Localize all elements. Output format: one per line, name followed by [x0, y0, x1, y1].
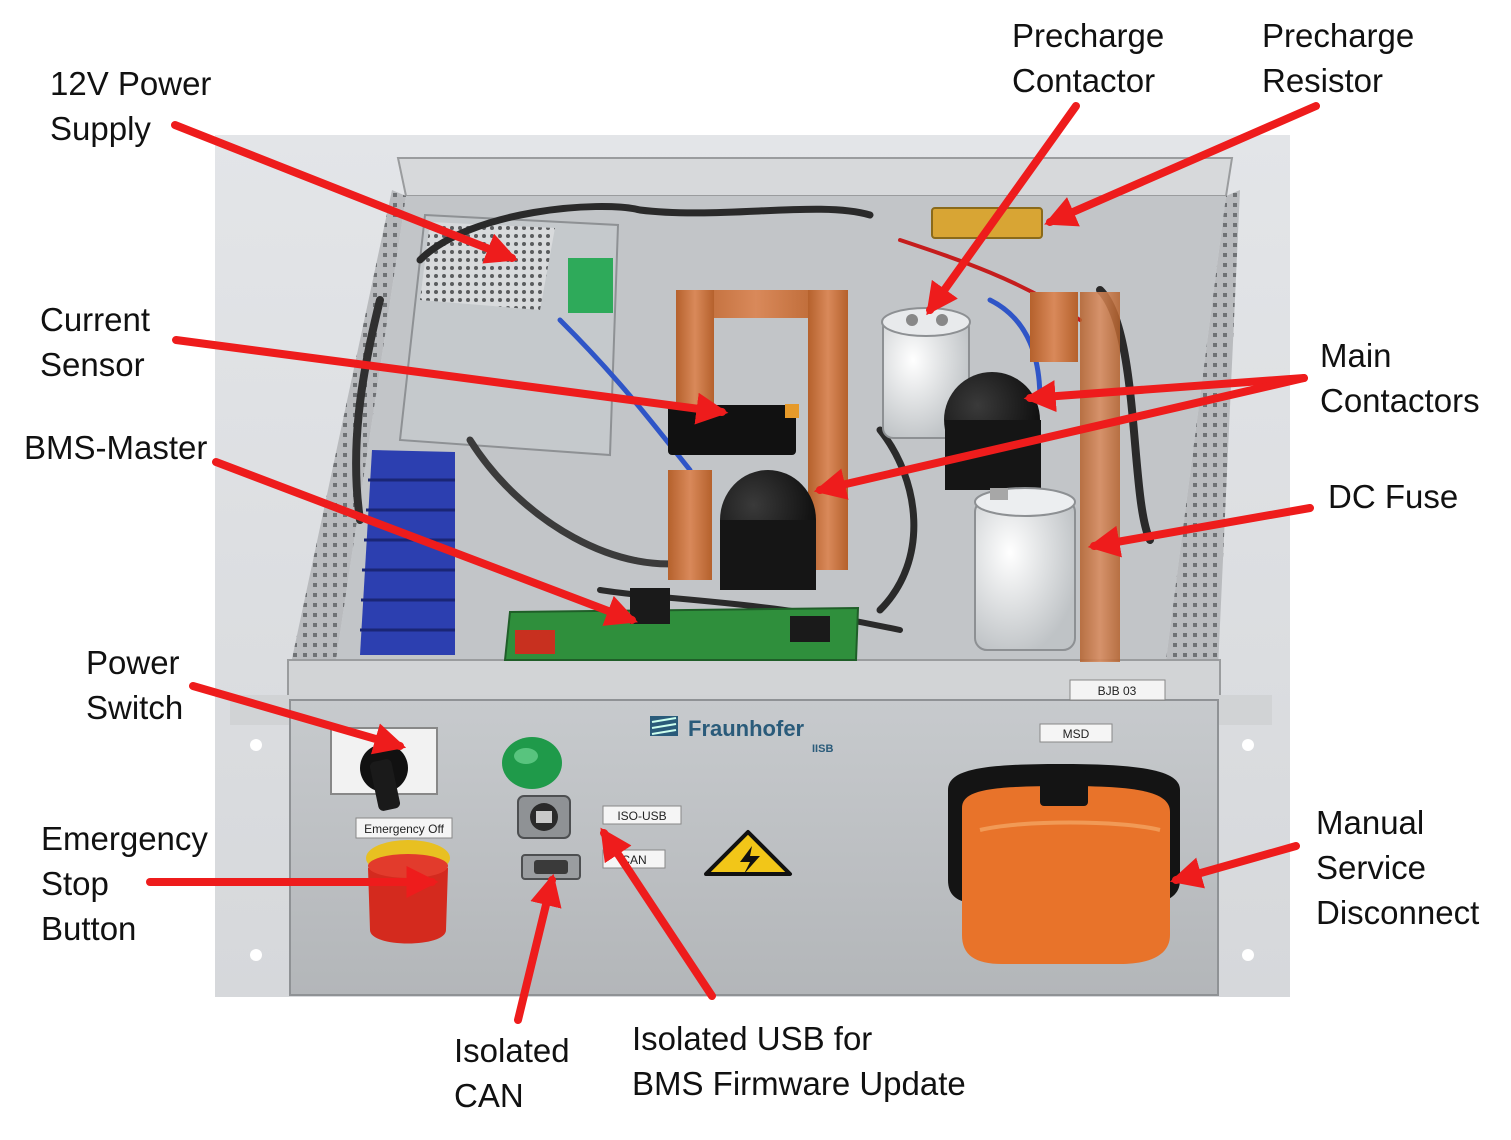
emergency-off-text: Emergency Off: [364, 822, 444, 836]
manual-service-disconnect-device[interactable]: [948, 764, 1180, 964]
label-line: Emergency: [41, 820, 208, 857]
label-isolated-usb: Isolated USB for BMS Firmware Update: [632, 1016, 966, 1106]
label-line: CAN: [454, 1077, 524, 1114]
label-line: 12V Power: [50, 65, 212, 102]
label-12v-power-supply: 12V Power Supply: [50, 61, 211, 151]
label-line: DC Fuse: [1328, 478, 1459, 515]
arrow-power-supply: [171, 121, 518, 264]
label-line: Resistor: [1262, 62, 1384, 99]
label-bms-master: BMS-Master: [24, 425, 207, 470]
dc-fuse-device: [974, 487, 1076, 651]
label-dc-fuse: DC Fuse: [1328, 474, 1458, 519]
arrow-isolated-can: [514, 873, 562, 1024]
high-voltage-warning-icon: [704, 830, 792, 876]
annotation-arrows: [146, 102, 1320, 1024]
main-contactor-center: [720, 470, 816, 590]
label-line: Button: [41, 910, 137, 947]
usb-port[interactable]: ISO-USB: [517, 795, 682, 839]
fraunhofer-logo: Fraunhofer IISB: [650, 716, 833, 755]
arrow-precharge-contactor: [926, 102, 1080, 316]
arrow-dc-fuse: [1087, 504, 1314, 558]
main-contactor-right: [944, 372, 1041, 490]
label-line: Switch: [86, 689, 184, 726]
label-current-sensor: Current Sensor: [40, 297, 150, 387]
label-line: Current: [40, 301, 151, 338]
label-line: Precharge: [1262, 17, 1415, 54]
arrow-msd: [1169, 842, 1300, 889]
terminal-blocks: [360, 450, 455, 655]
label-line: Main: [1320, 337, 1392, 374]
emergency-stop-device[interactable]: [366, 840, 450, 944]
msd-text: MSD: [1063, 727, 1090, 741]
emergency-off-label: Emergency Off: [355, 817, 453, 839]
label-line: Service: [1316, 849, 1427, 886]
arrow-precharge-resistor: [1044, 102, 1320, 227]
label-line: Sensor: [40, 346, 145, 383]
arrow-isolated-usb: [600, 827, 716, 1000]
label-power-switch: Power Switch: [86, 640, 183, 730]
label-line: BMS Firmware Update: [632, 1065, 966, 1102]
arrow-power-switch: [189, 682, 407, 755]
label-line: Disconnect: [1316, 894, 1480, 931]
iso-usb-text: ISO-USB: [617, 809, 666, 823]
label-line: Supply: [50, 110, 151, 147]
bms-master-board: [503, 588, 860, 661]
label-main-contactors: Main Contactors: [1320, 333, 1480, 423]
precharge-resistor-device: [931, 207, 1043, 239]
arrow-main-contactor-lower: [813, 374, 1308, 500]
label-line: Isolated: [454, 1032, 570, 1069]
label-line: Power: [86, 644, 180, 681]
label-line: Manual: [1316, 804, 1425, 841]
label-line: Contactors: [1320, 382, 1480, 419]
arrow-main-contactor-upper: [1023, 374, 1308, 413]
label-isolated-can: Isolated CAN: [454, 1028, 570, 1118]
unit-label-text: BJB 03: [1098, 684, 1137, 698]
fraunhofer-sub: IISB: [812, 743, 833, 755]
arrow-current-sensor: [172, 336, 729, 425]
green-button[interactable]: [502, 737, 562, 789]
current-sensor-device: [668, 404, 799, 455]
label-manual-service-disconnect: Manual Service Disconnect: [1316, 800, 1479, 935]
label-line: BMS-Master: [24, 429, 208, 466]
label-line: Precharge: [1012, 17, 1165, 54]
arrow-bms-master: [212, 458, 638, 626]
label-precharge-contactor: Precharge Contactor: [1012, 13, 1164, 103]
unit-label-sticker: BJB 03: [1069, 679, 1166, 701]
label-line: Stop: [41, 865, 109, 902]
label-precharge-resistor: Precharge Resistor: [1262, 13, 1414, 103]
fraunhofer-brand: Fraunhofer: [688, 716, 805, 741]
label-emergency-stop: Emergency Stop Button: [41, 816, 208, 951]
msd-label: MSD: [1039, 723, 1113, 743]
label-line: Contactor: [1012, 62, 1156, 99]
label-line: Isolated USB for: [632, 1020, 873, 1057]
